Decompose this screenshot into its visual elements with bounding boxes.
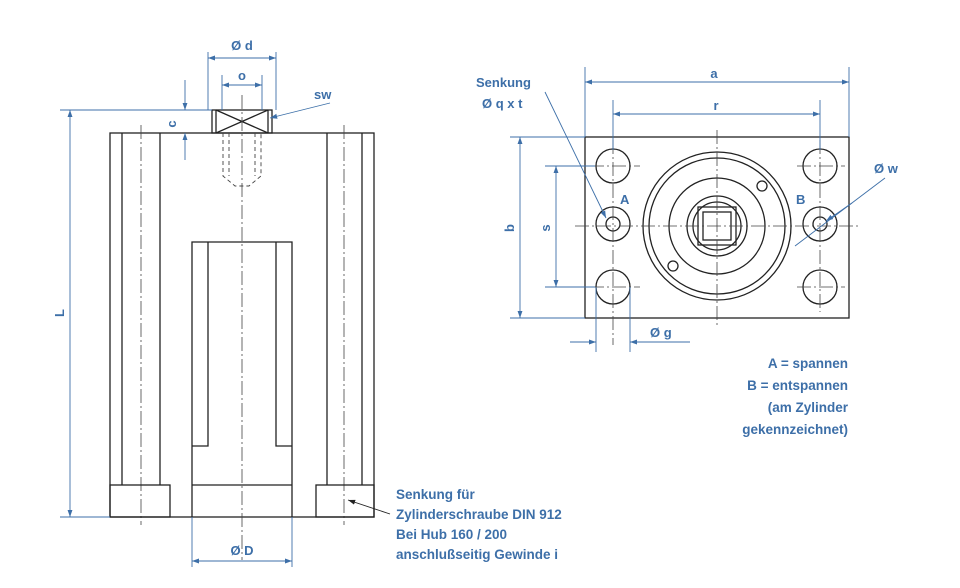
- label-b: b: [502, 224, 517, 232]
- port-legend: A = spannen B = entspannen (am Zylinder …: [742, 356, 849, 437]
- svg-text:B = entspannen: B = entspannen: [747, 378, 848, 393]
- label-L: L: [52, 309, 67, 317]
- label-senkung-1: Senkung: [476, 75, 531, 90]
- label-r: r: [713, 98, 718, 113]
- hex-nut: [211, 109, 273, 134]
- svg-text:anschlußseitig Gewinde i: anschlußseitig Gewinde i: [396, 547, 558, 562]
- label-c: c: [164, 120, 179, 127]
- label-port-b: B: [796, 192, 805, 207]
- label-w: Ø w: [874, 161, 899, 176]
- label-s: s: [538, 224, 553, 231]
- svg-text:Zylinderschraube DIN 912: Zylinderschraube DIN 912: [396, 507, 562, 522]
- svg-text:(am Zylinder: (am Zylinder: [768, 400, 849, 415]
- label-senkung-2: Ø q x t: [482, 96, 523, 111]
- svg-text:Bei Hub 160 / 200: Bei Hub 160 / 200: [396, 527, 507, 542]
- svg-text:gekennzeichnet): gekennzeichnet): [742, 422, 848, 437]
- svg-text:Senkung für: Senkung für: [396, 487, 475, 502]
- top-view: a r b s Ø g Senkung Ø q x t Ø w A B: [476, 66, 899, 352]
- label-port-a: A: [620, 192, 630, 207]
- label-o: o: [238, 68, 246, 83]
- label-a: a: [710, 66, 718, 81]
- label-sw: sw: [314, 87, 332, 102]
- side-view: Ø d o sw c L Ø D: [52, 38, 391, 567]
- label-d: Ø d: [231, 38, 253, 53]
- counterbore-note: Senkung für Zylinderschraube DIN 912 Bei…: [396, 487, 562, 562]
- svg-text:A = spannen: A = spannen: [768, 356, 848, 371]
- label-D: Ø D: [230, 543, 253, 558]
- label-g: Ø g: [650, 325, 672, 340]
